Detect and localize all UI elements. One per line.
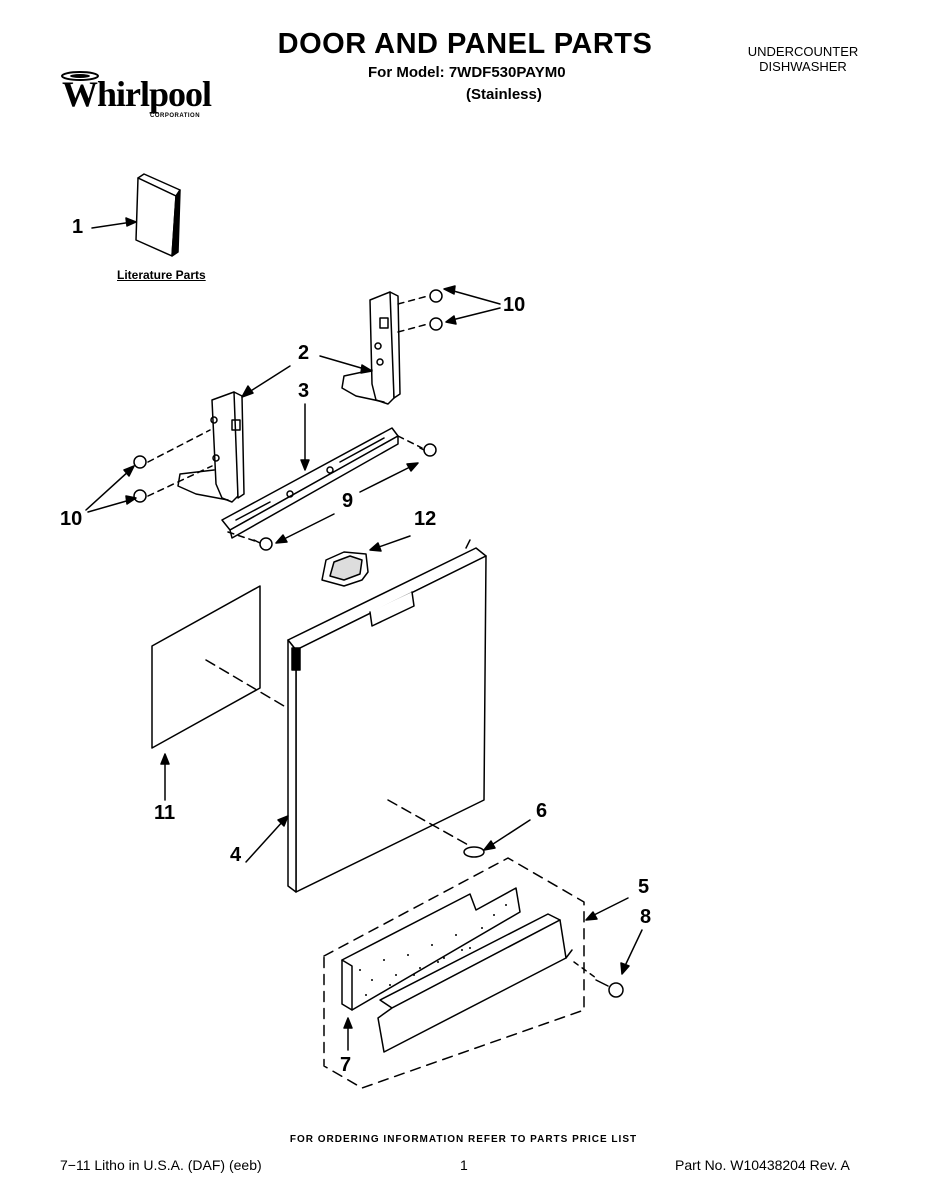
- page-number: 1: [460, 1157, 468, 1173]
- insulation-block-part: [341, 887, 521, 1011]
- callout-10-leader-lower-a: [85, 469, 131, 511]
- callout-9-leader-right: [359, 465, 413, 493]
- toe-screw-alignment-line: [573, 961, 597, 979]
- mounting-rail-part: [221, 427, 399, 539]
- callout-2: 2: [298, 342, 310, 364]
- callout-4-leader: [245, 819, 285, 863]
- hinge-screw-part: [133, 289, 443, 503]
- callout-1: 1: [72, 216, 84, 238]
- right-hinge-bracket-part: [341, 291, 401, 405]
- logo-swirl-icon: [61, 71, 99, 81]
- callout-6: 6: [536, 800, 548, 822]
- callout-12-leader: [375, 535, 411, 549]
- variant-label: (Stainless): [466, 86, 542, 103]
- callout-2-leader-right: [319, 355, 369, 371]
- gasket-part: [463, 846, 485, 858]
- callout-2-leader-left: [245, 365, 291, 395]
- appliance-line-2: DISHWASHER: [759, 59, 847, 74]
- screw-alignment-lines: [147, 295, 429, 543]
- logo-subtext: CORPORATION: [150, 113, 201, 119]
- callout-8-leader: [623, 929, 643, 969]
- callout-5: 5: [638, 876, 650, 898]
- panel-alignment-lines: [205, 659, 471, 847]
- page-title: DOOR AND PANEL PARTS: [277, 28, 653, 60]
- appliance-line-1: UNDERCOUNTER: [747, 44, 859, 59]
- callout-8: 8: [640, 906, 652, 928]
- insulation-sheet-part: [151, 585, 261, 749]
- door-panel-part: [287, 539, 487, 893]
- callout-3: 3: [298, 380, 310, 402]
- callout-4: 4: [230, 844, 242, 866]
- literature-booklet-part: [135, 173, 181, 257]
- logo-wordmark: Whirlpool: [62, 74, 212, 114]
- callout-9-leader-left: [281, 513, 335, 541]
- appliance-type: UNDERCOUNTER DISHWASHER: [728, 44, 878, 74]
- callout-10-lower: 10: [60, 508, 83, 530]
- callout-10-leader-lower-b: [87, 499, 131, 513]
- literature-parts-label: Literature Parts: [117, 268, 206, 282]
- callout-5-leader: [591, 897, 629, 917]
- callout-12: 12: [414, 508, 437, 530]
- rail-screw-part: [253, 443, 437, 551]
- callout-1-leader: [91, 221, 133, 229]
- callout-10-leader-upper-a: [449, 289, 501, 305]
- door-handle-part: [321, 551, 369, 587]
- model-line: For Model: 7WDF530PAYM0: [368, 64, 566, 81]
- ordering-info-note: FOR ORDERING INFORMATION REFER TO PARTS …: [289, 1134, 638, 1145]
- part-number: Part No. W10438204 Rev. A: [675, 1157, 850, 1173]
- callout-10-leader-upper-b: [451, 307, 501, 321]
- litho-info: 7−11 Litho in U.S.A. (DAF) (eeb): [60, 1157, 262, 1173]
- toe-panel-screw-part: [595, 979, 624, 998]
- toe-panel-assembly-outline: [323, 857, 585, 1089]
- callout-9: 9: [342, 490, 354, 512]
- callout-7: 7: [340, 1054, 352, 1076]
- callout-6-leader: [489, 819, 531, 847]
- callout-11: 11: [154, 802, 176, 824]
- toe-panel-part: [377, 913, 573, 1053]
- left-hinge-bracket-part: [177, 391, 245, 503]
- callout-10-upper: 10: [503, 294, 526, 316]
